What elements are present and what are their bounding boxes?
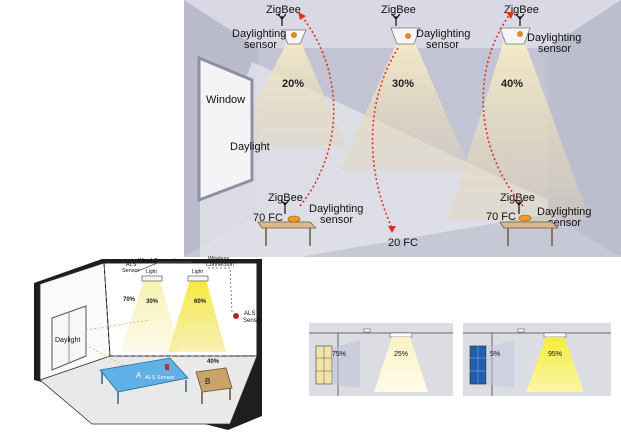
iso-als-label-1: ALS <box>126 262 137 268</box>
panel-sensor <box>363 328 371 333</box>
light-fixture <box>499 27 531 45</box>
window-label: Window <box>206 94 245 106</box>
iso-desk-a-label: A <box>136 371 142 380</box>
sensor-dot <box>405 33 411 39</box>
sensor-label-line1: Daylighting <box>232 28 286 40</box>
sensor-dot <box>517 31 523 37</box>
desk-right <box>499 214 559 246</box>
arrow-heads <box>298 12 514 233</box>
iso-light-label-left: Light <box>146 269 157 275</box>
iso-beam-left <box>120 280 180 352</box>
sensor-label-line1: Daylighting <box>416 28 470 40</box>
desk-sensor <box>518 214 532 222</box>
panel-fixture <box>543 332 567 338</box>
sensor-label-line1: Daylighting <box>537 206 591 218</box>
light-beam-center <box>340 40 470 170</box>
iso-right-als-2: Sensor <box>243 318 262 324</box>
iso-desk-b-label: B <box>205 377 210 386</box>
antenna-icon <box>514 199 524 214</box>
zigbee-label: ZigBee <box>266 4 301 16</box>
wireless-arrow <box>371 47 399 229</box>
iso-wireless-label-2: Connection <box>206 262 234 268</box>
iso-right-percent: 60% <box>194 299 207 305</box>
arrow-head <box>298 12 306 20</box>
iso-left-percent: 70% <box>123 297 136 303</box>
panel-window-percent: 75% <box>332 351 346 358</box>
window <box>197 55 254 203</box>
fixture-left <box>281 29 307 45</box>
iso-right-als-1: ALS <box>244 311 255 317</box>
iso-als-sensor <box>233 313 239 319</box>
panel-2: 5% 95% <box>463 323 611 396</box>
sensor-label-line2: sensor <box>426 39 459 51</box>
panel-1: 75% 25% <box>309 323 453 396</box>
fixture-center <box>390 27 421 45</box>
iso-daylight-label: Daylight <box>55 337 80 344</box>
desk-right-reading: 70 FC <box>486 211 516 223</box>
iso-desk-a-sensor-label: ALS Sensor <box>145 375 175 381</box>
fixture-center-percent: 30% <box>392 78 414 90</box>
antenna-icon <box>277 13 287 26</box>
light-beam-left <box>234 40 346 146</box>
desk-sensor <box>287 215 301 223</box>
iso-beam-right <box>168 280 226 352</box>
panel-fixture-percent: 25% <box>394 351 408 358</box>
iso-wireless-label-1: Wireless <box>208 256 229 262</box>
panel-daylight <box>486 340 514 388</box>
panel-fixture-percent: 95% <box>548 351 562 358</box>
sensor-label-line2: sensor <box>320 214 353 226</box>
light-beam-right <box>448 40 590 220</box>
arrow-head <box>506 12 514 19</box>
zigbee-label: ZigBee <box>268 192 303 204</box>
fixture-right <box>499 27 531 45</box>
floor-reading: 20 FC <box>388 237 418 249</box>
panel-beam <box>374 337 428 392</box>
iso-als-label-2: Sensor <box>122 268 140 274</box>
iso-links <box>134 261 233 313</box>
iso-dashed-edges <box>103 262 257 357</box>
desk-top <box>499 221 559 229</box>
iso-room: Daylight Wired Connection Wireless Conne… <box>34 256 262 430</box>
iso-daylight-rays <box>85 319 151 369</box>
antenna-icon <box>391 13 401 26</box>
antenna-icon <box>280 199 290 214</box>
iso-wired-label: Wired Connection <box>138 258 182 264</box>
wireless-arrow <box>299 13 335 207</box>
fixture-right-percent: 40% <box>501 78 523 90</box>
antenna-icons <box>277 13 525 214</box>
sensor-label-line1: Daylighting <box>527 32 581 44</box>
iso-fixture-left <box>141 275 163 282</box>
panel-daylight <box>332 340 360 388</box>
panel-beam <box>526 337 584 392</box>
room-diagram: Window Daylight ZigBee ZigBee ZigBee Zig… <box>184 0 621 257</box>
iso-fixture-right <box>187 275 209 282</box>
sensor-dot <box>291 32 297 38</box>
antenna-icon <box>515 13 525 26</box>
iso-side-percent: 40% <box>207 359 220 365</box>
wireless-links <box>299 13 524 229</box>
desk-left-reading: 70 FC <box>253 212 283 224</box>
fixture-left-percent: 20% <box>282 78 304 90</box>
iso-light-label-right: Light <box>192 269 203 275</box>
panel-fixture <box>389 332 413 338</box>
sensor-label-line2: sensor <box>244 39 277 51</box>
sensor-label-line2: sensor <box>538 43 571 55</box>
iso-desk-sensor <box>165 364 169 370</box>
iso-desk-b <box>195 367 233 393</box>
daylight-label: Daylight <box>230 141 270 153</box>
panel-sensor <box>517 328 525 333</box>
iso-mid-percent: 30% <box>146 299 159 305</box>
arrow-head <box>388 226 396 233</box>
sensor-label-line1: Daylighting <box>309 203 363 215</box>
panel-window-percent: 5% <box>490 351 500 358</box>
desk-left <box>257 215 317 246</box>
zigbee-label: ZigBee <box>381 4 416 16</box>
